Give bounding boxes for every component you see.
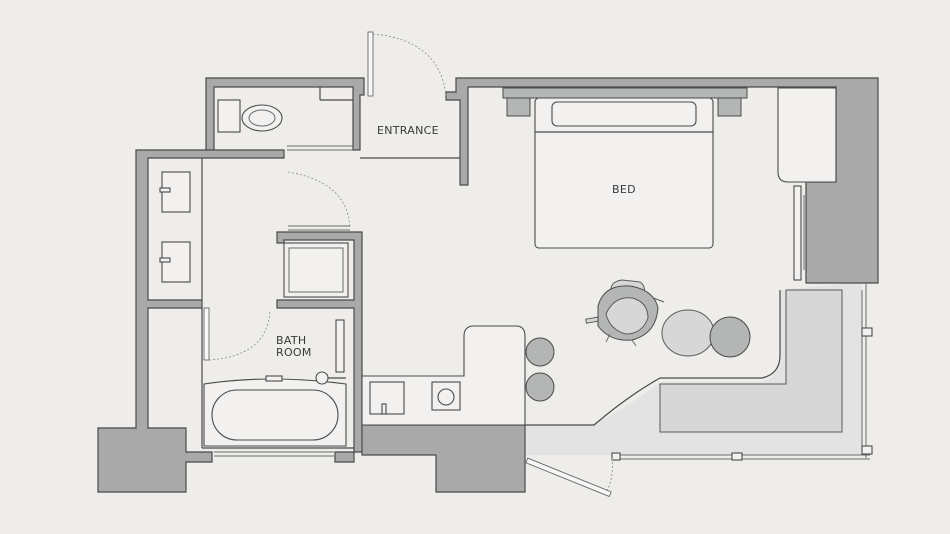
wardrobe bbox=[777, 87, 837, 183]
lounge-bench-outline bbox=[525, 290, 781, 426]
balcony-door-swing bbox=[605, 457, 613, 493]
coffee-table-1 bbox=[661, 309, 715, 357]
wash-door-swing bbox=[287, 171, 351, 229]
entrance-door-leaf bbox=[367, 31, 374, 97]
kitchen-sink bbox=[369, 381, 405, 415]
bathtub-basin bbox=[211, 389, 339, 441]
bathroom-label-line2: ROOM bbox=[276, 346, 312, 359]
toilet-seat bbox=[248, 109, 276, 127]
coffee-table-2 bbox=[709, 316, 751, 358]
sink-1 bbox=[161, 171, 191, 213]
lounge-bench bbox=[659, 289, 843, 433]
pillow bbox=[551, 101, 697, 127]
shower-box bbox=[283, 242, 349, 298]
entrance-label: ENTRANCE bbox=[377, 124, 439, 137]
bath-faucet bbox=[315, 371, 329, 385]
bed bbox=[534, 97, 714, 249]
bath-door-leaf bbox=[203, 307, 210, 361]
bathroom-label-line1: BATH bbox=[276, 334, 306, 347]
headboard bbox=[502, 87, 748, 99]
balcony-door-leaf bbox=[525, 457, 612, 498]
bath-door-swing bbox=[208, 309, 271, 361]
stool-2 bbox=[525, 372, 555, 402]
toilet-bowl bbox=[241, 104, 283, 132]
tv-panel bbox=[793, 185, 802, 281]
wall-left-outer bbox=[97, 149, 285, 493]
armchair bbox=[585, 279, 665, 347]
entrance-door-swing bbox=[372, 33, 447, 97]
toilet-tank bbox=[217, 99, 241, 133]
bed-label: BED bbox=[612, 183, 636, 196]
wall-bath-partition bbox=[276, 231, 526, 493]
stool-1 bbox=[525, 337, 555, 367]
sink-2 bbox=[161, 241, 191, 283]
